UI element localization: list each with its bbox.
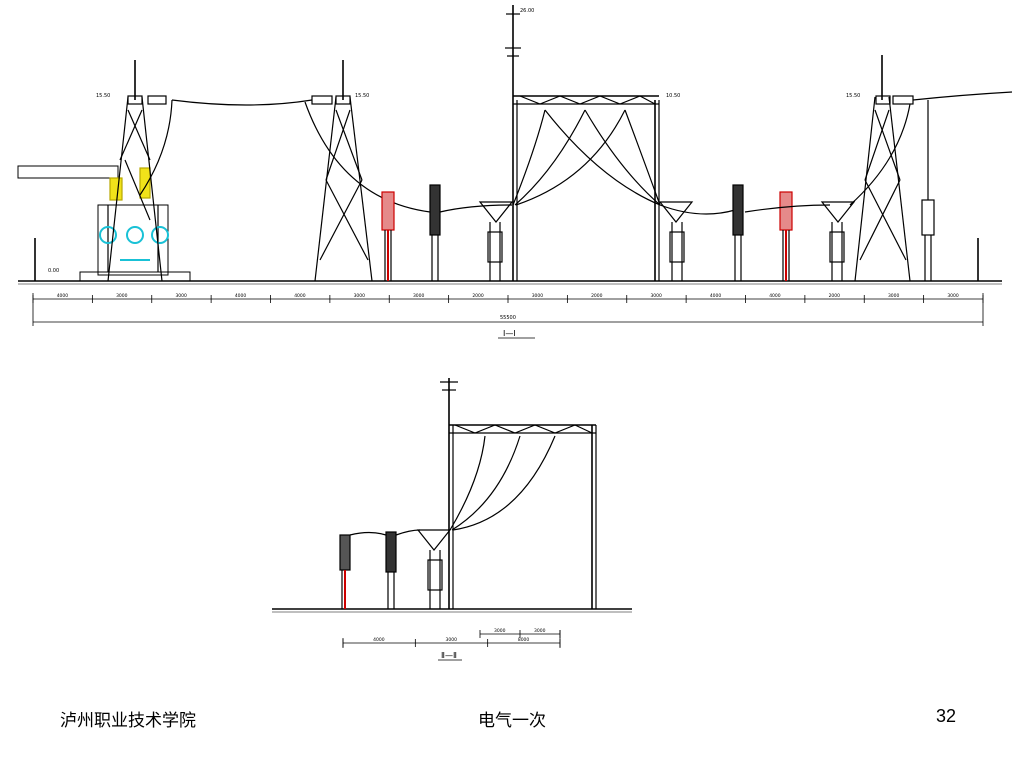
total-dimension: 55500: [500, 315, 516, 321]
section-1-1: [17, 5, 1013, 339]
dimension-label: 2000: [591, 293, 603, 299]
page-number: 32: [936, 706, 957, 726]
footer-institution: 泸州职业技术学院: [60, 711, 196, 731]
dimension-label: 3000: [116, 293, 128, 299]
height-label: 15.50: [96, 93, 110, 99]
central-gantry: [439, 5, 736, 281]
line-equipment: [921, 100, 979, 281]
dimension-label: 3000: [354, 293, 366, 299]
caption-1-1: Ⅰ—Ⅰ: [503, 329, 516, 338]
ground-level-label: 0.00: [48, 268, 59, 274]
dimension-label: 4000: [710, 293, 722, 299]
surge-arrester: [381, 191, 395, 281]
dimension-label: 8000: [518, 637, 530, 643]
height-label: 15.50: [846, 93, 860, 99]
dimension-label: 4000: [294, 293, 306, 299]
dimension-label: 3000: [175, 293, 187, 299]
second-tower: [171, 60, 431, 282]
surge-arrester: [779, 191, 793, 281]
dimension-label: 3000: [650, 293, 662, 299]
dimension-label: 2000: [472, 293, 484, 299]
height-label: 10.50: [666, 93, 680, 99]
dimension-label: 3000: [888, 293, 900, 299]
left-tower: [107, 60, 173, 282]
dimension-label: 3000: [446, 637, 458, 643]
transformer: [17, 165, 191, 282]
dimension-label: 3000: [947, 293, 959, 299]
disconnect-switch: [478, 201, 514, 281]
dimension-label: 4000: [57, 293, 69, 299]
breaker: [732, 184, 744, 281]
dimension-label: 3000: [494, 628, 506, 634]
breaker: [429, 184, 441, 281]
height-label: 26.00: [520, 8, 534, 14]
dimension-label: 4000: [769, 293, 781, 299]
substation-section-drawing: Ⅰ—Ⅰ 55500 0.00 26.00 15.50 15.50 10.50 1…: [17, 5, 1013, 661]
dimension-label: 4000: [373, 637, 385, 643]
dimension-label: 3000: [534, 628, 546, 634]
caption-2-2: Ⅱ—Ⅱ: [441, 651, 457, 660]
dimension-label: 2000: [829, 293, 841, 299]
dimension-label: 3000: [532, 293, 544, 299]
right-tower: [849, 55, 1013, 282]
dimension-label: 3000: [413, 293, 425, 299]
height-label: 15.50: [355, 93, 369, 99]
footer-course-title: 电气一次: [478, 711, 546, 731]
section-2-2: [272, 378, 632, 661]
disconnect-switch: [744, 201, 856, 281]
dimension-label: 4000: [235, 293, 247, 299]
disconnect-switch: [658, 201, 694, 281]
